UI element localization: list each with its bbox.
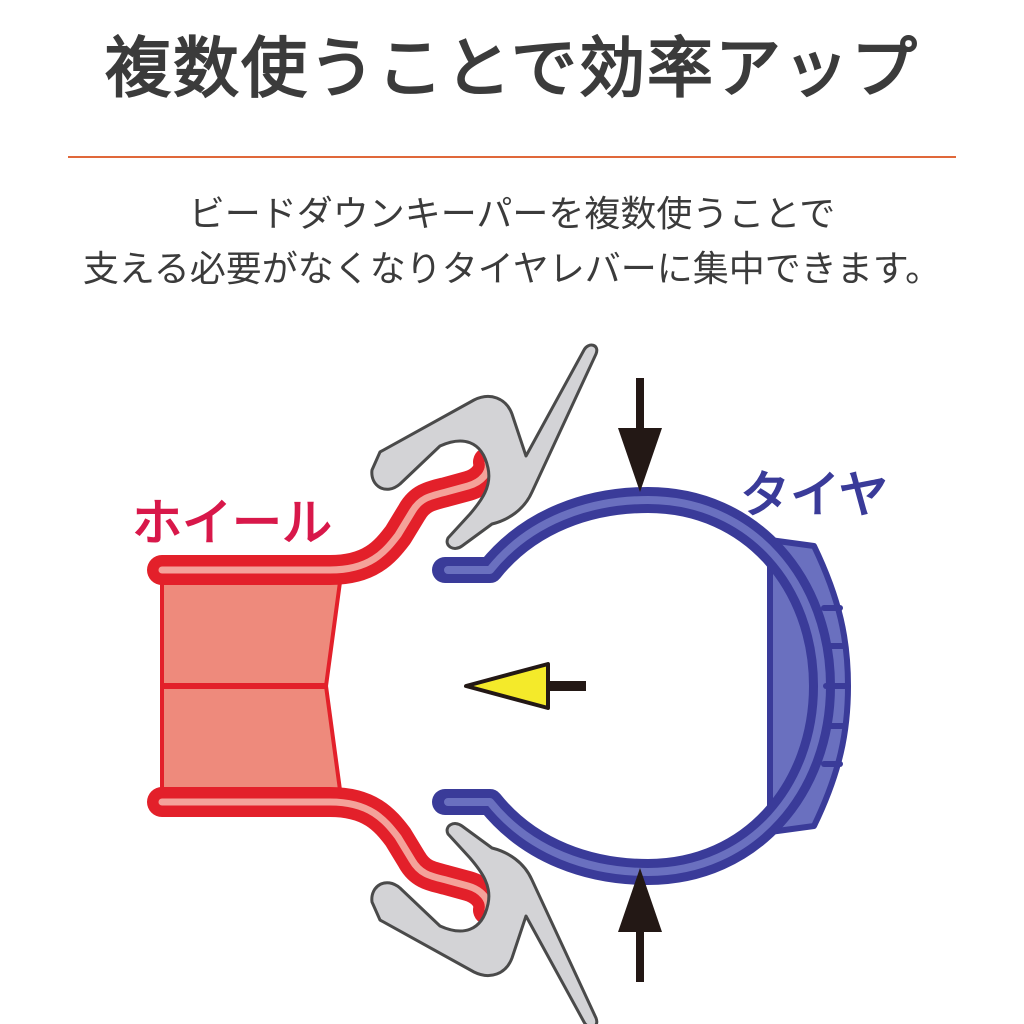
arrow-up-bottom bbox=[618, 868, 662, 982]
wheel-rim bbox=[147, 447, 504, 925]
bead-keeper-upper bbox=[370, 343, 599, 550]
bead-keeper-lower-clip bbox=[370, 822, 599, 1024]
tire-tread-grooves bbox=[821, 605, 849, 767]
page-title: 複数使うことで効率アップ bbox=[104, 30, 920, 107]
description-line-2: 支える必要がなくなりタイヤレバーに集中できます。 bbox=[82, 249, 942, 290]
wheel-label: ホイール bbox=[132, 494, 332, 552]
description-line-1: ビードダウンキーパーを複数使うことで bbox=[188, 194, 836, 235]
tire-label: タイヤ bbox=[740, 466, 889, 524]
wheel-upper-flange-highlight bbox=[158, 458, 492, 574]
wheel-lower-flange bbox=[147, 787, 504, 925]
tire-carcass-inner bbox=[444, 496, 826, 876]
tire bbox=[432, 487, 851, 885]
bead-keeper-upper-clip bbox=[370, 343, 599, 550]
bead-keeper-lower bbox=[370, 822, 599, 1024]
arrow-left-yellow bbox=[464, 662, 586, 710]
title-divider bbox=[68, 156, 956, 158]
arrow-down-top bbox=[618, 378, 662, 492]
wheel-lower-flange-highlight bbox=[158, 798, 492, 914]
